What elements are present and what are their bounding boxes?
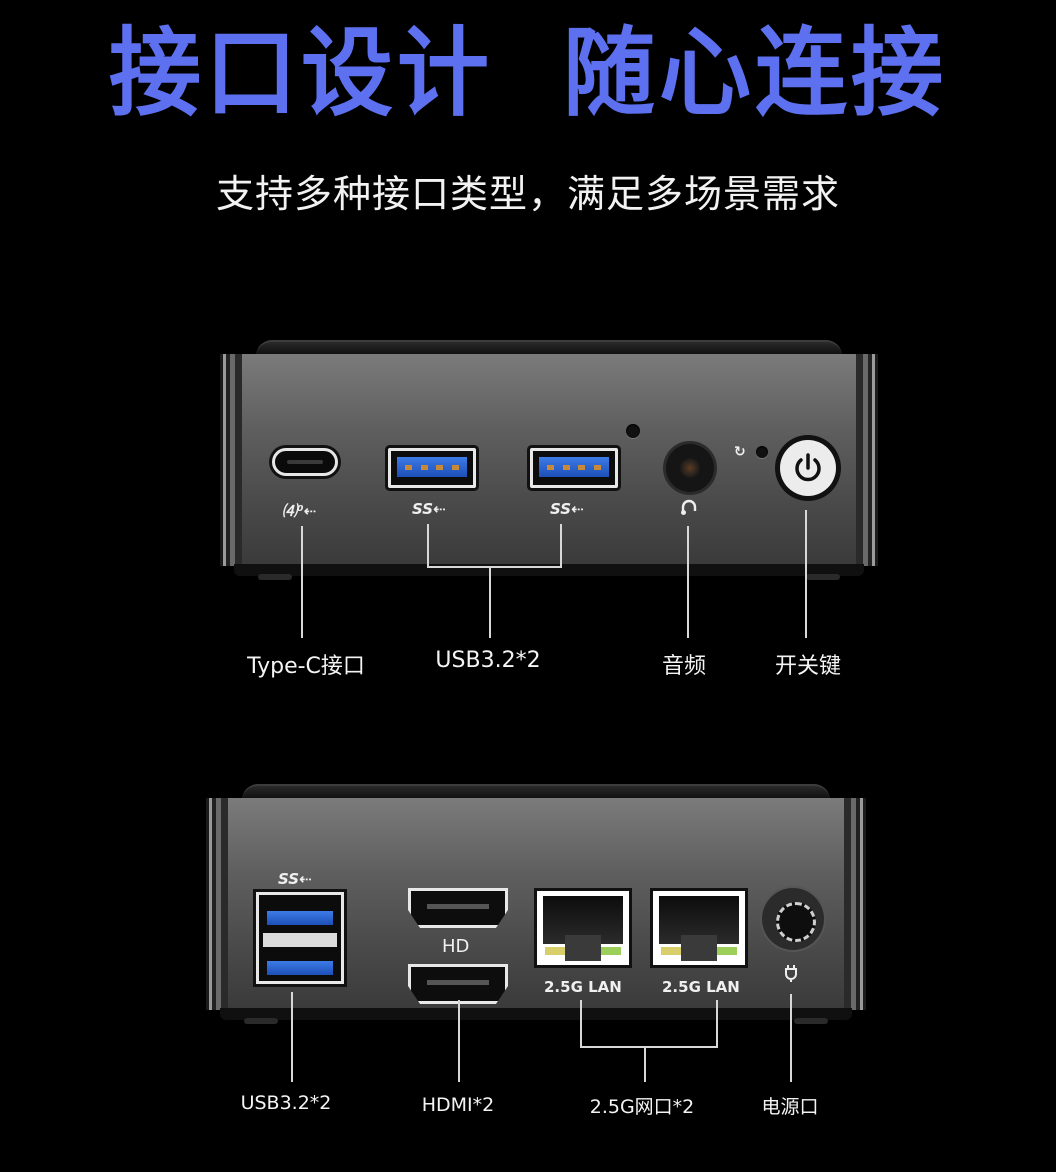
callout-power-button: 开关键 — [774, 654, 842, 679]
device-base — [220, 1008, 852, 1024]
microphone-hole — [626, 424, 640, 438]
reset-hole[interactable] — [756, 446, 768, 458]
superspeed-usb-icon: SS⇠ — [412, 500, 446, 518]
hdmi-port-2 — [408, 964, 508, 1004]
page-title: 接口设计随心连接 — [0, 11, 1056, 137]
device-base — [234, 564, 864, 580]
dual-usb-port — [256, 892, 344, 984]
callout-lan: 2.5G网口*2 — [589, 1096, 695, 1118]
audio-jack — [666, 444, 714, 492]
device-lid — [242, 784, 830, 800]
power-plug-icon — [784, 964, 798, 986]
lan-port-1 — [534, 888, 632, 968]
title-part-1: 接口设计 — [108, 17, 493, 130]
power-button[interactable] — [780, 440, 836, 496]
lan-port-1-label: 2.5G LAN — [544, 978, 622, 996]
dc-power-jack — [762, 888, 824, 950]
headphone-icon — [680, 498, 698, 522]
lan-port-2 — [650, 888, 748, 968]
reset-icon: ↻ — [734, 444, 746, 460]
power-icon — [795, 453, 821, 482]
type-c-port — [272, 448, 338, 476]
callout-hdmi: HDMI*2 — [421, 1094, 495, 1116]
superspeed-usb-icon: SS⇠ — [550, 500, 584, 518]
usb-port-1 — [388, 448, 476, 488]
lan-port-2-label: 2.5G LAN — [662, 978, 740, 996]
callout-front-usb: USB3.2*2 — [435, 648, 541, 673]
callout-power-jack: 电源口 — [761, 1096, 819, 1118]
callout-audio: 音频 — [661, 654, 707, 679]
type-c-40-icon: ⑷⁰⇠ — [282, 502, 317, 520]
front-panel-device: ⑷⁰⇠ SS⇠ SS⇠ ↻ — [220, 340, 878, 580]
title-part-2: 随心连接 — [563, 17, 948, 130]
callout-rear-usb: USB3.2*2 — [240, 1092, 332, 1114]
hdmi-port-1 — [408, 888, 508, 928]
callout-type-c: Type-C接口 — [247, 654, 365, 679]
rear-panel-device: SS⇠ HD 2.5G LAN 2.5G LAN — [206, 784, 866, 1024]
device-lid — [256, 340, 842, 356]
usb-port-2 — [530, 448, 618, 488]
superspeed-usb-icon: SS⇠ — [278, 870, 312, 888]
hdmi-label: HD — [442, 936, 470, 957]
page-subtitle: 支持多种接口类型，满足多场景需求 — [215, 172, 840, 216]
